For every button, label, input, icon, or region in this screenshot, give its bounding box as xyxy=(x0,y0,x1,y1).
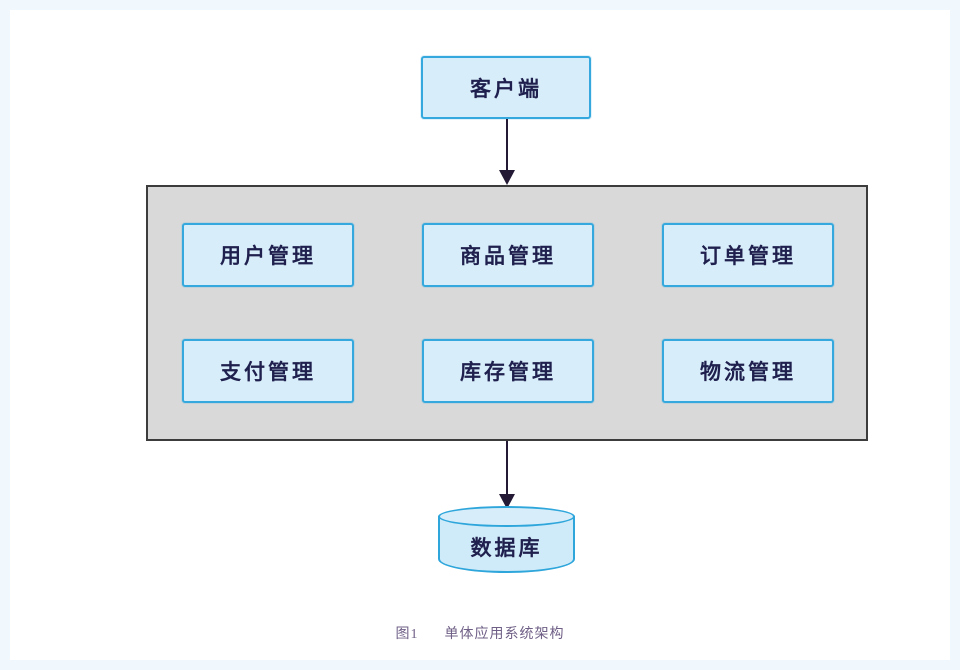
module-row-bottom: 支付管理 库存管理 物流管理 xyxy=(182,339,834,403)
module-inventory-management: 库存管理 xyxy=(422,339,594,403)
module-label: 用户管理 xyxy=(220,244,316,268)
module-label: 库存管理 xyxy=(460,360,556,384)
module-logistics-management: 物流管理 xyxy=(662,339,834,403)
module-product-management: 商品管理 xyxy=(422,223,594,287)
client-label: 客户端 xyxy=(470,76,542,101)
module-label: 支付管理 xyxy=(220,360,316,384)
module-label: 订单管理 xyxy=(700,244,796,268)
database-cylinder-body xyxy=(438,516,575,573)
arrow-down-icon xyxy=(499,170,515,185)
module-label: 商品管理 xyxy=(460,244,556,268)
figure-caption: 图1 单体应用系统架构 xyxy=(0,623,960,643)
system-container: 用户管理 商品管理 订单管理 支付管理 库存管理 物流管理 xyxy=(146,185,868,441)
figure-title: 单体应用系统架构 xyxy=(444,627,565,642)
module-row-top: 用户管理 商品管理 订单管理 xyxy=(182,223,834,287)
client-node: 客户端 xyxy=(421,56,591,119)
arrow-system-to-database-line xyxy=(506,441,508,496)
module-payment-management: 支付管理 xyxy=(182,339,354,403)
figure-number: 图1 xyxy=(395,627,419,642)
database-cylinder-icon: 数据库 xyxy=(438,506,575,573)
module-label: 物流管理 xyxy=(700,360,796,384)
module-order-management: 订单管理 xyxy=(662,223,834,287)
module-user-management: 用户管理 xyxy=(182,223,354,287)
database-cylinder-top xyxy=(438,506,575,527)
database-label: 数据库 xyxy=(470,536,543,560)
arrow-client-to-system-line xyxy=(506,119,508,172)
